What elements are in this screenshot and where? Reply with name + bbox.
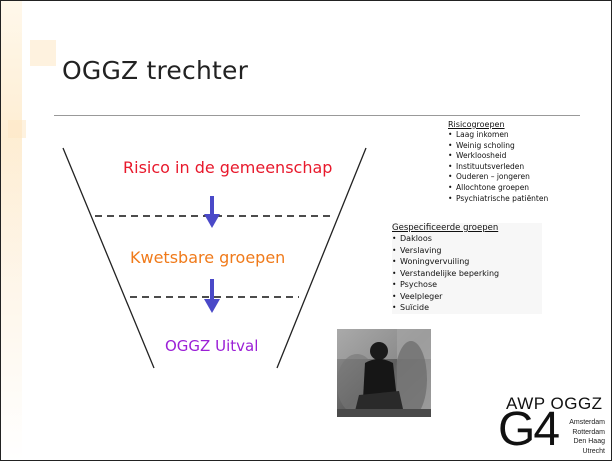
funnel-level-dropout: OGGZ Uitval xyxy=(165,337,259,355)
logo-city: Den Haag xyxy=(573,438,605,445)
awp-oggz-g4-logo: AWP OGGZ G4 Amsterdam Rotterdam Den Haag… xyxy=(498,394,608,458)
specified-groups-heading: Gespecificeerde groepen xyxy=(392,223,499,233)
specified-groups-list: Gespecificeerde groepen Dakloos Verslavi… xyxy=(392,223,542,314)
funnel-left-edge xyxy=(62,147,155,369)
logo-city: Utrecht xyxy=(582,447,605,455)
risk-groups-heading: Risicogroepen xyxy=(448,120,505,129)
logo-top-text: AWP OGGZ xyxy=(506,394,603,413)
list-item: Dakloos xyxy=(392,233,542,245)
risk-groups-list: Risicogroepen Laag inkomen Weinig scholi… xyxy=(448,120,588,204)
decorative-square xyxy=(8,120,26,138)
logo-g4-text: G4 xyxy=(498,403,560,456)
down-arrow-icon xyxy=(204,196,220,228)
list-item: Psychiatrische patiënten xyxy=(448,194,588,205)
logo-cities: Amsterdam Rotterdam Den Haag Utrecht xyxy=(561,418,605,456)
list-item: Veelpleger xyxy=(392,291,542,303)
list-item: Verstandelijke beperking xyxy=(392,268,542,280)
list-item: Verslaving xyxy=(392,245,542,257)
list-item: Werkloosheid xyxy=(448,151,588,162)
slide-title: OGGZ trechter xyxy=(62,56,249,85)
list-item: Instituutsverleden xyxy=(448,162,588,173)
funnel-level-risk: Risico in de gemeenschap xyxy=(123,158,333,177)
down-arrow-icon xyxy=(204,279,220,313)
list-item: Allochtone groepen xyxy=(448,183,588,194)
list-item: Ouderen – jongeren xyxy=(448,172,588,183)
decorative-side-bar xyxy=(0,0,22,461)
funnel-right-edge xyxy=(276,147,367,369)
logo-city: Rotterdam xyxy=(572,428,605,436)
list-item: Woningvervuiling xyxy=(392,256,542,268)
list-item: Weinig scholing xyxy=(448,141,588,152)
title-divider xyxy=(54,115,580,116)
list-item: Suïcide xyxy=(392,302,542,314)
list-item: Psychose xyxy=(392,279,542,291)
homeless-person-photo xyxy=(337,329,431,417)
logo-city: Amsterdam xyxy=(569,419,605,426)
funnel-level-vulnerable: Kwetsbare groepen xyxy=(130,248,286,267)
decorative-square xyxy=(30,40,56,66)
list-item: Laag inkomen xyxy=(448,130,588,141)
